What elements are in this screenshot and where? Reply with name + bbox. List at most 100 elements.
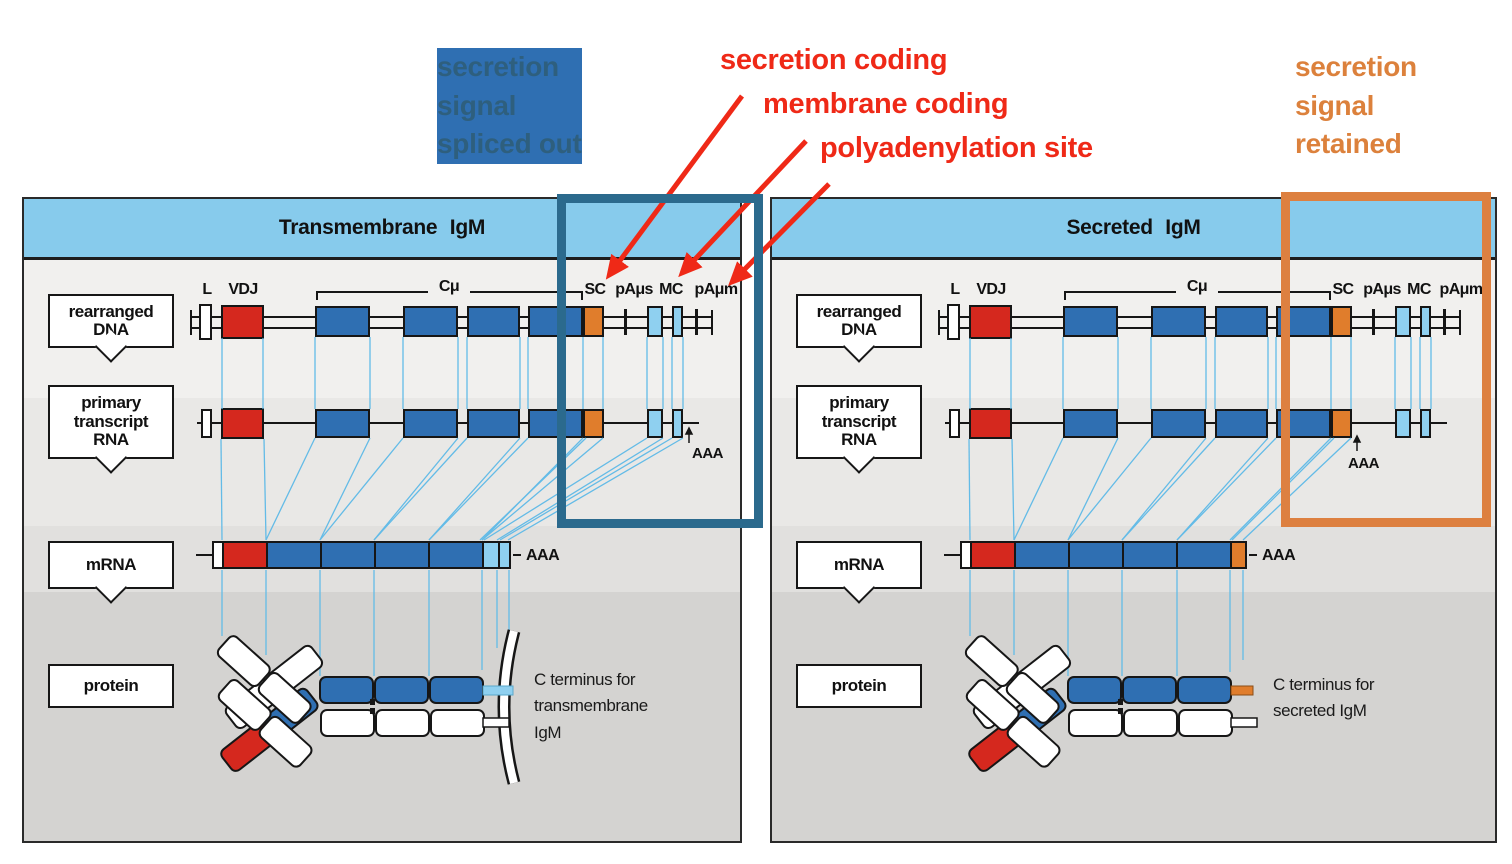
label-sc: SC — [584, 281, 606, 298]
pamum-site-tick — [1443, 309, 1446, 335]
c-terminus-caption: C terminus for secreted IgM — [1273, 675, 1375, 721]
cmu-exon — [1215, 306, 1268, 337]
sc-exon — [1331, 409, 1352, 438]
label-sc: SC — [1332, 281, 1354, 298]
mc-exon — [1395, 306, 1411, 337]
cmu-exon — [528, 409, 583, 438]
row-label-primary-transcript: primary transcript RNA — [796, 385, 922, 459]
mrna-leader-line — [944, 554, 960, 556]
label-cmu: Cμ — [1186, 278, 1208, 295]
dna-end-tick — [190, 310, 192, 335]
leader-exon — [199, 304, 212, 340]
row-label-primary-transcript: primary transcript RNA — [48, 385, 174, 459]
mrna-vdj-seg — [224, 543, 268, 567]
c-terminus-caption: C terminus for transmembrane IgM — [534, 670, 648, 742]
label-mc: MC — [659, 281, 683, 298]
panel-header-secreted: Secreted IgM — [772, 199, 1495, 260]
mrna-mc-seg — [500, 543, 509, 567]
row-label-text: rearranged DNA — [816, 301, 902, 339]
row-label-text: protein — [831, 675, 887, 695]
pamus-site-tick — [624, 309, 627, 335]
mrna-sc-seg — [1232, 543, 1245, 567]
pamus-site-tick — [1372, 309, 1375, 335]
mrna-leader-seg — [214, 543, 224, 567]
row-label-rearranged-dna: rearranged DNA — [796, 294, 922, 348]
panel-header-transmembrane: Transmembrane IgM — [24, 199, 740, 260]
label-leader: L — [202, 281, 212, 298]
label-pamum: pAμm — [1439, 281, 1484, 298]
annotation-polyadenylation-site: polyadenylation site — [820, 132, 1093, 164]
dna-end-tick — [711, 310, 713, 335]
mrna-cmu-seg — [1124, 543, 1178, 567]
mc-exon — [1395, 409, 1411, 438]
cmu-exon — [1151, 409, 1206, 438]
mrna-polya-label: AAA — [1262, 547, 1296, 564]
cmu-exon — [403, 409, 458, 438]
cmu-exon — [1151, 306, 1206, 337]
annotation-secretion-coding: secretion coding — [720, 44, 948, 76]
dna-end-tick — [938, 310, 940, 335]
mrna-leader-line — [196, 554, 212, 556]
mrna-bar — [212, 541, 511, 569]
annotation-line: signal — [437, 89, 517, 121]
transcript-polya-label: AAA — [692, 445, 724, 462]
mc-exon — [647, 409, 663, 438]
mrna-cmu-seg — [376, 543, 430, 567]
mrna-bar — [960, 541, 1247, 569]
vdj-exon — [221, 408, 264, 439]
mrna-polya-label: AAA — [526, 547, 560, 564]
row-label-protein: protein — [48, 664, 174, 708]
mc-exon — [672, 306, 683, 337]
dna-end-tick — [1459, 310, 1461, 335]
label-pamus: pAμs — [1363, 281, 1401, 298]
mc-exon — [1420, 306, 1431, 337]
mrna-mc-seg — [484, 543, 500, 567]
mrna-cmu-seg — [1016, 543, 1070, 567]
mrna-cmu-seg — [430, 543, 484, 567]
row-label-text: primary transcript RNA — [821, 393, 897, 450]
cmu-exon — [315, 409, 370, 438]
annotation-spliced-out: secretion signal spliced out — [437, 48, 582, 164]
cmu-exon — [467, 409, 520, 438]
mrna-cmu-seg — [1178, 543, 1232, 567]
leader-exon — [947, 304, 960, 340]
row-label-text: primary transcript RNA — [73, 393, 149, 450]
row-label-text: protein — [83, 675, 139, 695]
leader-exon — [949, 409, 960, 438]
mc-exon — [647, 306, 663, 337]
label-vdj: VDJ — [228, 281, 258, 298]
mc-exon — [1420, 409, 1431, 438]
annotation-line: retained — [1295, 128, 1402, 160]
row-label-text: rearranged DNA — [68, 301, 154, 339]
cmu-exon — [315, 306, 370, 337]
row-label-mrna: mRNA — [48, 541, 174, 589]
transcript-polya-label: AAA — [1348, 455, 1380, 472]
leader-exon — [201, 409, 212, 438]
panel-title: Transmembrane IgM — [278, 216, 486, 239]
annotation-line: signal — [1295, 89, 1375, 121]
vdj-exon — [221, 305, 264, 339]
mrna-tail-line — [513, 554, 521, 556]
mrna-cmu-seg — [1070, 543, 1124, 567]
pamum-site-tick — [695, 309, 698, 335]
annotation-line: secretion — [437, 51, 559, 82]
cmu-exon — [1276, 306, 1331, 337]
mc-exon — [672, 409, 683, 438]
cmu-exon — [1063, 306, 1118, 337]
row-label-text: mRNA — [833, 554, 885, 574]
label-pamum: pAμm — [694, 281, 739, 298]
vdj-exon — [969, 408, 1012, 439]
annotation-line: spliced out — [437, 128, 582, 160]
row-label-mrna: mRNA — [796, 541, 922, 589]
cmu-exon — [528, 306, 583, 337]
label-vdj: VDJ — [976, 281, 1006, 298]
row-label-rearranged-dna: rearranged DNA — [48, 294, 174, 348]
sc-exon — [583, 306, 604, 337]
cmu-exon — [1063, 409, 1118, 438]
mrna-leader-seg — [962, 543, 972, 567]
panel-title: Secreted IgM — [1066, 216, 1201, 239]
row-label-text: mRNA — [85, 554, 137, 574]
label-cmu: Cμ — [438, 278, 460, 295]
label-pamus: pAμs — [615, 281, 653, 298]
